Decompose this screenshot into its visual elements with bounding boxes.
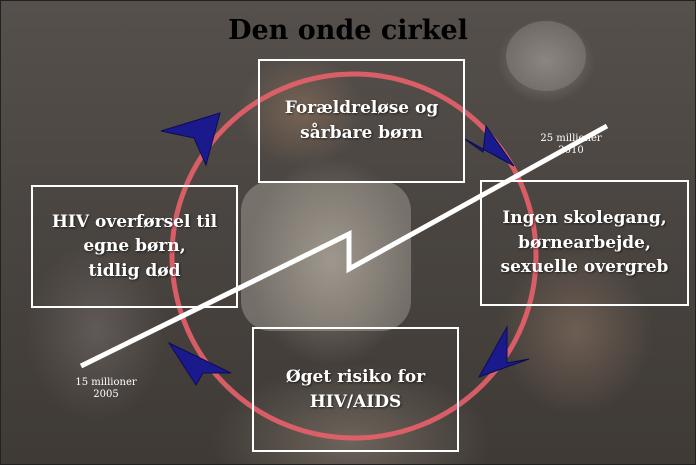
box-hiv-risk-text: Øget risiko for HIV/AIDS: [285, 366, 426, 412]
arrowhead-bottom-left: [167, 341, 232, 386]
trend-line: [79, 123, 609, 369]
teddy-bear-silhouette: [506, 21, 586, 91]
shirt-silhouette: [241, 181, 411, 331]
box-hiv-transmission: HIV overførsel til egne børn, tidlig død: [31, 185, 238, 308]
trend-end-year: 2010: [558, 145, 584, 156]
box-hiv-risk: Øget risiko for HIV/AIDS: [252, 327, 459, 452]
box-orphans: Forældreløse og sårbare børn: [258, 59, 465, 183]
trend-end-label: 25 millioner 2010: [521, 133, 621, 157]
arrowhead-bottom-right: [477, 325, 530, 378]
trend-start-year: 2005: [93, 389, 119, 400]
cycle-circle: [169, 71, 539, 441]
box-no-schooling: Ingen skolegang, børnearbejde, sexuelle …: [480, 180, 689, 306]
trend-start-value: 15 millioner: [75, 377, 137, 388]
slide-title: Den onde cirkel: [228, 15, 468, 46]
trend-end-value: 25 millioner: [540, 133, 602, 144]
arrowhead-top-left: [160, 112, 221, 167]
trend-start-label: 15 millioner 2005: [56, 377, 156, 401]
box-orphans-text: Forældreløse og sårbare børn: [284, 98, 439, 143]
arrowhead-top-right: [462, 124, 515, 167]
box-hiv-transmission-text: HIV overførsel til egne børn, tidlig død: [51, 211, 218, 281]
box-no-schooling-text: Ingen skolegang, børnearbejde, sexuelle …: [500, 208, 669, 278]
